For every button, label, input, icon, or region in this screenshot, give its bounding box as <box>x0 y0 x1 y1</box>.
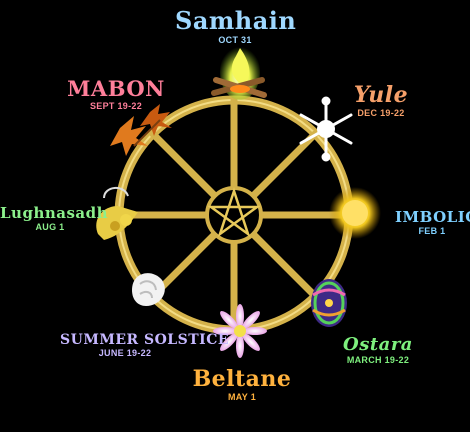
label-mabon: MABON SEPT 19-22 <box>66 76 166 111</box>
label-lughnasadh: Lughnasadh AUG 1 <box>0 204 109 232</box>
sabbat-date: OCT 31 <box>218 35 252 45</box>
sabbat-date: AUG 1 <box>35 222 65 232</box>
label-ostara: Ostara MARCH 19-22 <box>336 334 420 365</box>
label-summer-solstice: SUMMER SOLSTICE JUNE 19-22 <box>60 332 230 358</box>
snowflake-icon <box>299 96 353 162</box>
sabbat-name: Yule <box>353 82 409 108</box>
sun-icon <box>329 187 381 239</box>
sabbat-date: DEC 19-22 <box>357 108 405 118</box>
egg-icon <box>311 279 347 327</box>
sabbat-name: Beltane <box>192 366 292 392</box>
autumn-leaves-icon <box>110 104 172 156</box>
sabbat-date: FEB 1 <box>418 226 446 236</box>
pentacle-icon <box>205 186 263 244</box>
sabbat-name: MABON <box>67 76 165 101</box>
label-beltane: Beltane MAY 1 <box>190 366 294 402</box>
fire-icon <box>211 44 267 100</box>
sabbat-name: Ostara <box>343 334 413 355</box>
sabbat-date: MARCH 19-22 <box>346 355 410 365</box>
sabbat-date: SEPT 19-22 <box>89 101 143 111</box>
sabbat-name: SUMMER SOLSTICE <box>60 332 230 348</box>
cornucopia-icon <box>96 187 138 240</box>
sabbat-name: IMBOLIC <box>395 208 470 226</box>
sabbat-date: JUNE 19-22 <box>98 348 152 358</box>
sabbat-name: Lughnasadh <box>0 204 109 222</box>
sabbat-date: MAY 1 <box>227 392 257 402</box>
label-samhain: Samhain OCT 31 <box>175 6 297 45</box>
seashell-icon <box>132 273 165 306</box>
label-yule: Yule DEC 19-22 <box>340 82 422 118</box>
flower-icon <box>213 304 267 358</box>
sabbat-name: Samhain <box>175 6 297 35</box>
label-imbolic: IMBOLIC FEB 1 <box>395 208 470 236</box>
